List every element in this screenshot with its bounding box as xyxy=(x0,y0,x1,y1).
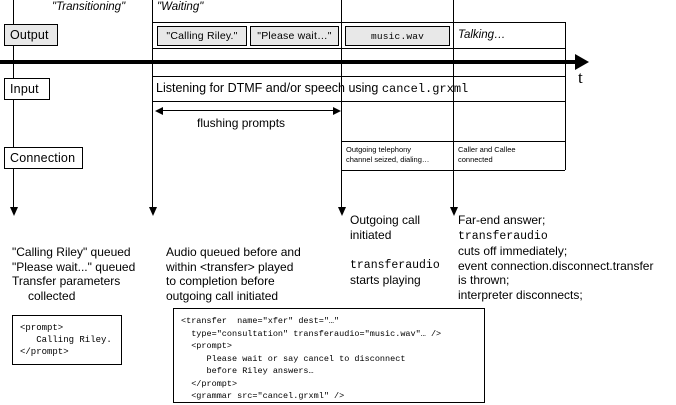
lane-label-output: Output xyxy=(4,24,58,46)
lane-label-input: Input xyxy=(4,78,50,100)
lifeline-arrowhead-1 xyxy=(9,207,18,216)
grid-right-edge xyxy=(565,22,566,170)
note-line: "Calling Riley" queued xyxy=(12,245,131,259)
code-transfer-element: <transfer name="xfer" dest="…" type="con… xyxy=(173,308,485,403)
prompt-chip-music-wav: music.wav xyxy=(345,26,450,46)
note-transitioning: "Calling Riley" queued "Please wait..." … xyxy=(12,245,177,303)
measure-label-flushing-prompts: flushing prompts xyxy=(197,116,286,130)
note-audio-queued: Audio queued before and within <transfer… xyxy=(166,245,346,303)
input-listening-grammar: cancel.grxml xyxy=(381,82,469,96)
lifeline-transitioning-start xyxy=(13,0,14,210)
output-row-bottom-line xyxy=(152,48,565,49)
note-line: cuts off immediately; xyxy=(458,244,568,258)
measure-line xyxy=(158,110,336,111)
lifeline-waiting-start xyxy=(152,0,153,210)
lane-label-connection: Connection xyxy=(4,147,83,169)
input-listening-plain: Listening for DTMF and/or speech using xyxy=(156,81,382,95)
note-line: transferaudio xyxy=(350,258,440,272)
note-line: "Please wait..." queued xyxy=(12,259,136,274)
time-axis-label: t xyxy=(578,68,583,87)
note-line: transferaudio xyxy=(458,229,548,243)
caller-callee-line2: connected xyxy=(458,155,493,164)
caller-callee-line1: Caller and Callee xyxy=(458,145,516,154)
note-line: collected xyxy=(28,288,76,303)
measure-arrow-left xyxy=(155,106,163,115)
measure-arrow-right xyxy=(333,106,341,115)
state-label-talking: Talking… xyxy=(458,29,506,41)
note-line: interpreter disconnects; xyxy=(458,287,583,302)
note-line: starts playing xyxy=(350,273,421,287)
connection-cell-caller-callee: Caller and Callee connected xyxy=(458,145,563,165)
note-line: Far-end answer; xyxy=(458,213,546,227)
note-line: outgoing call initiated xyxy=(166,288,279,303)
note-line: Outgoing call xyxy=(350,213,421,227)
lifeline-arrowhead-4 xyxy=(449,207,458,216)
note-line: within <transfer> played xyxy=(166,259,294,274)
note-far-end-answer: Far-end answer; transferaudio cuts off i… xyxy=(458,213,673,302)
note-line: Transfer parameters xyxy=(12,274,121,288)
note-line: Audio queued before and xyxy=(166,245,301,259)
connection-cell-outgoing-channel: Outgoing telephony channel seized, diali… xyxy=(346,145,451,165)
input-row-top-line xyxy=(152,76,565,77)
note-outgoing-call: Outgoing call initiated transferaudio st… xyxy=(350,213,460,288)
time-axis-arrowhead xyxy=(575,54,589,70)
input-listening-text: Listening for DTMF and/or speech using c… xyxy=(156,81,468,96)
note-line: event connection.disconnect.transfer xyxy=(458,258,654,273)
lifeline-arrowhead-3 xyxy=(337,207,346,216)
output-row-top-line xyxy=(152,22,565,23)
input-row-bottom-line xyxy=(152,101,565,102)
outgoing-channel-line1: Outgoing telephony xyxy=(346,145,412,154)
lifeline-outgoing-call xyxy=(341,0,342,210)
note-line: is thrown; xyxy=(458,273,510,287)
note-line: initiated xyxy=(350,227,392,242)
lifeline-far-end-answer xyxy=(453,0,454,210)
outgoing-channel-line2: channel seized, dialing… xyxy=(346,155,430,164)
connection-row-top-line xyxy=(341,141,565,142)
note-line: to completion before xyxy=(166,274,275,288)
lifeline-arrowhead-2 xyxy=(148,207,157,216)
prompt-chip-calling-riley: "Calling Riley." xyxy=(157,26,247,46)
time-axis-line xyxy=(0,60,578,64)
prompt-chip-please-wait: "Please wait…" xyxy=(250,26,339,46)
state-label-transitioning: "Transitioning" xyxy=(52,1,126,13)
connection-row-bottom-line xyxy=(341,170,565,171)
state-label-waiting: "Waiting" xyxy=(157,1,204,13)
code-prompt-calling-riley: <prompt> Calling Riley. </prompt> xyxy=(12,315,122,365)
